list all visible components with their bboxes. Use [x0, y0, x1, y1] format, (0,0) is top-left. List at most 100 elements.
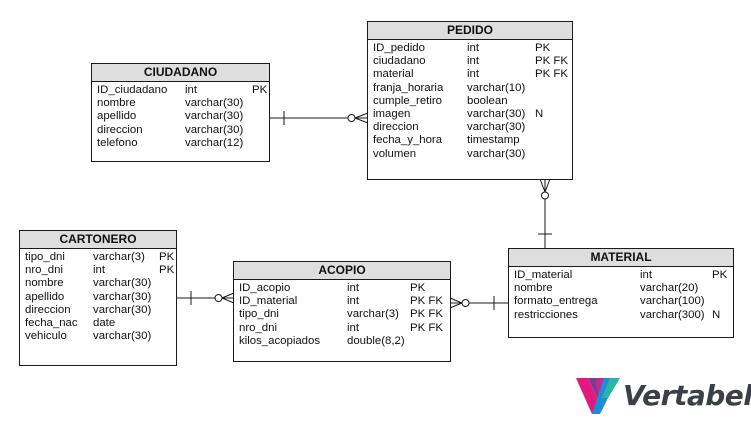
entity-title: PEDIDO — [368, 22, 572, 40]
column-row[interactable]: material int PK FK — [373, 68, 568, 81]
column-key: PK FK — [410, 308, 443, 321]
column-name: ID_pedido — [373, 42, 425, 54]
column-key: PK — [159, 264, 175, 277]
column-row[interactable]: volumen varchar(30) — [373, 148, 568, 161]
column-row[interactable]: nombre varchar(20) — [514, 282, 729, 295]
column-key: PK — [410, 282, 426, 294]
vertabelo-logo-text: Vertabelo — [623, 379, 751, 412]
column-name: direccion — [97, 123, 143, 136]
column-type: varchar(30) — [467, 107, 526, 120]
column-name: nro_dni — [25, 264, 63, 277]
column-row[interactable]: apellido varchar(30) — [25, 291, 172, 304]
column-name: volumen — [373, 147, 417, 160]
column-type: int — [347, 295, 360, 308]
relationship-ciudadano-pedido[interactable] — [270, 111, 369, 125]
column-type: varchar(30) — [185, 110, 244, 123]
column-row[interactable]: ID_acopio int PK — [239, 282, 446, 295]
column-name: direccion — [373, 121, 419, 134]
entity-cartonero[interactable]: CARTONERO tipo_dni varchar(3) PK nro_dni int… — [19, 230, 177, 366]
column-name: imagen — [373, 107, 411, 120]
column-type: varchar(30) — [93, 290, 152, 303]
column-type: varchar(20) — [640, 282, 699, 295]
column-name: ID_acopio — [239, 282, 291, 294]
column-row[interactable]: nro_dni int PK — [25, 264, 175, 277]
vertabelo-logo-icon — [576, 378, 620, 414]
column-name: cumple_retiro — [373, 94, 443, 107]
column-type: varchar(3) — [93, 251, 145, 263]
column-type: int — [467, 68, 480, 81]
column-key: PK FK — [535, 68, 568, 81]
column-key: PK — [159, 251, 175, 263]
column-name: apellido — [97, 110, 137, 123]
relationship-cartonero-acopio[interactable] — [176, 291, 235, 305]
column-name: kilos_acopiados — [239, 334, 321, 347]
column-type: int — [93, 264, 106, 277]
entity-title: MATERIAL — [509, 249, 733, 267]
column-row[interactable]: kilos_acopiados double(8,2) — [239, 335, 446, 348]
column-type: varchar(30) — [185, 123, 244, 136]
column-name: ID_material — [514, 269, 573, 281]
column-type: int — [347, 321, 360, 334]
column-name: nombre — [514, 282, 553, 295]
column-key: PK FK — [410, 321, 443, 334]
column-name: formato_entrega — [514, 295, 598, 308]
column-type: int — [347, 282, 360, 294]
column-name: vehiculo — [25, 330, 67, 343]
column-name: direccion — [25, 303, 71, 316]
column-type: date — [93, 316, 116, 329]
column-type: boolean — [467, 94, 508, 107]
column-key: PK — [712, 269, 728, 281]
column-type: double(8,2) — [347, 334, 405, 347]
column-row[interactable]: tipo_dni varchar(3) PK — [25, 251, 175, 264]
column-type: varchar(300) — [640, 308, 705, 321]
column-row[interactable]: direccion varchar(30) — [97, 124, 265, 137]
column-key: PK FK — [410, 295, 443, 308]
column-type: timestamp — [467, 134, 520, 147]
column-key: PK — [252, 84, 268, 96]
column-type: int — [467, 55, 480, 68]
relationship-material-acopio[interactable] — [449, 296, 509, 310]
entity-title: ACOPIO — [234, 262, 450, 280]
column-name: franja_horaria — [373, 81, 444, 94]
column-row[interactable]: cumple_retiro boolean — [373, 95, 568, 108]
relationship-material-pedido[interactable] — [538, 178, 552, 248]
column-type: int — [185, 84, 198, 96]
column-name: telefono — [97, 136, 138, 149]
column-row[interactable]: apellido varchar(30) — [97, 110, 265, 123]
column-name: material — [373, 68, 414, 81]
column-row[interactable]: fecha_y_hora timestamp — [373, 134, 568, 147]
column-type: varchar(30) — [467, 147, 526, 160]
column-name: tipo_dni — [25, 251, 65, 263]
column-name: fecha_y_hora — [373, 134, 443, 147]
entity-title: CARTONERO — [20, 231, 176, 249]
column-name: apellido — [25, 290, 65, 303]
